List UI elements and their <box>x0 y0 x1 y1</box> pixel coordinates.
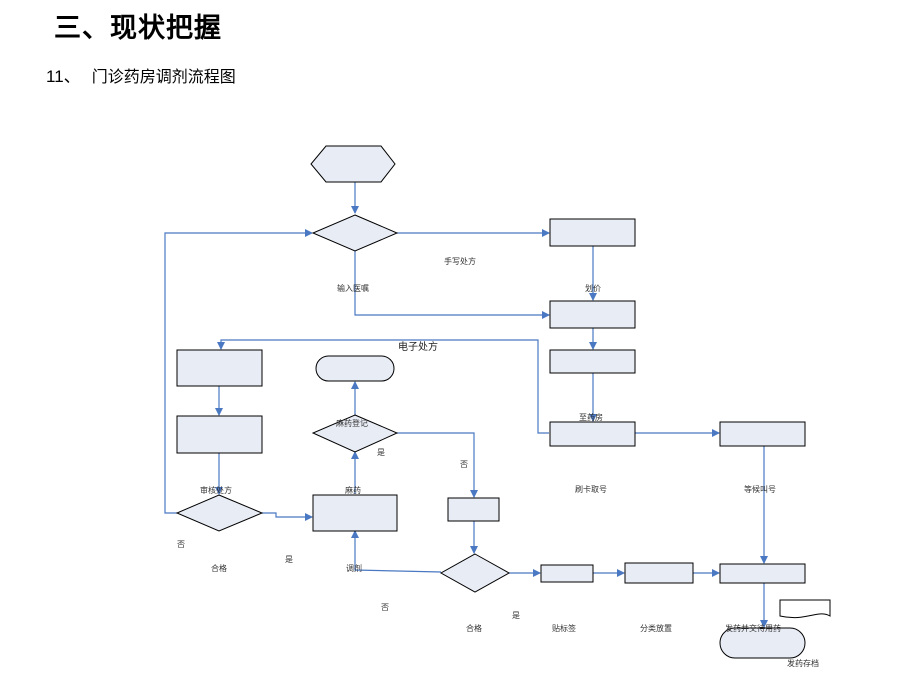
flow-nodes <box>175 145 831 659</box>
label-no-1: 否 <box>460 460 468 469</box>
label-yes-1: 是 <box>377 448 385 457</box>
box-label-sticker <box>540 564 594 583</box>
connector-review-to-narcotic <box>262 512 313 521</box>
label-no-3: 否 <box>381 603 389 612</box>
box-sort-place <box>624 562 694 584</box>
label-review-rx: 审核处方 <box>200 485 232 495</box>
subheading-number: 11、 <box>46 67 81 86</box>
label-yes-2: 是 <box>285 555 293 564</box>
subheading-text: 门诊药房调剂流程图 <box>91 67 236 86</box>
connector-decision1-to-pricing <box>354 251 550 319</box>
decision-qualified <box>439 553 511 593</box>
box-left-lower <box>176 415 263 454</box>
label-yes-3: 是 <box>512 611 520 620</box>
label-electronic-rx: 电子处方 <box>398 340 438 353</box>
decision-review-rx <box>175 494 264 532</box>
label-dispense: 调剂 <box>346 563 362 573</box>
label-no-2: 否 <box>177 540 185 549</box>
label-input-orders: 输入医嘱 <box>337 283 369 293</box>
label-wait-call: 等候叫号 <box>744 484 776 494</box>
flow-connectors <box>164 182 768 628</box>
document-symbol <box>779 599 831 619</box>
label-qualified-2: 合格 <box>466 623 482 633</box>
box-to-pharmacy <box>549 421 636 447</box>
connector-electronic-rx <box>217 339 549 434</box>
label-qualified-1: 合格 <box>211 563 227 573</box>
box-wait-call <box>719 421 806 447</box>
connector-review-return <box>164 229 313 514</box>
slide-heading: 三、现状把握 <box>54 13 222 44</box>
connector-decision3-back <box>351 530 442 573</box>
label-narcotic: 麻药 <box>345 485 361 495</box>
label-record-delivery: 发药存档 <box>787 658 819 668</box>
connector-decision-to-smallbox <box>397 432 478 498</box>
decision-narcotic-register <box>311 414 399 453</box>
label-narcotic-register: 麻药登记 <box>336 418 368 428</box>
label-sticker: 贴标签 <box>552 623 576 633</box>
label-handwritten-rx: 手写处方 <box>444 256 476 266</box>
box-left-upper <box>176 349 263 387</box>
decision-prescription-type <box>311 214 399 252</box>
box-pricing <box>549 300 636 329</box>
label-pricing: 划价 <box>585 283 601 293</box>
slide-subheading: 11、 门诊药房调剂流程图 <box>46 62 236 87</box>
terminal-end <box>719 627 806 659</box>
terminal-narcotic-end <box>315 355 395 382</box>
start-hexagon <box>310 145 396 183</box>
box-after-pricing <box>549 349 636 374</box>
label-dispense-drugs: 发药并交待用药 <box>725 623 781 633</box>
flow-labels: 手写处方 输入医嘱 划价 电子处方 至药房 麻药登记 是 否 审核处方 麻药 刷… <box>177 256 819 668</box>
label-swipe-card: 刷卡取号 <box>575 484 607 494</box>
box-handwritten-rx <box>549 218 636 247</box>
box-narcotic <box>312 494 398 532</box>
box-small <box>447 497 500 522</box>
label-to-pharmacy: 至药房 <box>579 412 603 422</box>
label-sort-place: 分类放置 <box>640 623 672 633</box>
box-dispense-drugs <box>719 563 806 584</box>
